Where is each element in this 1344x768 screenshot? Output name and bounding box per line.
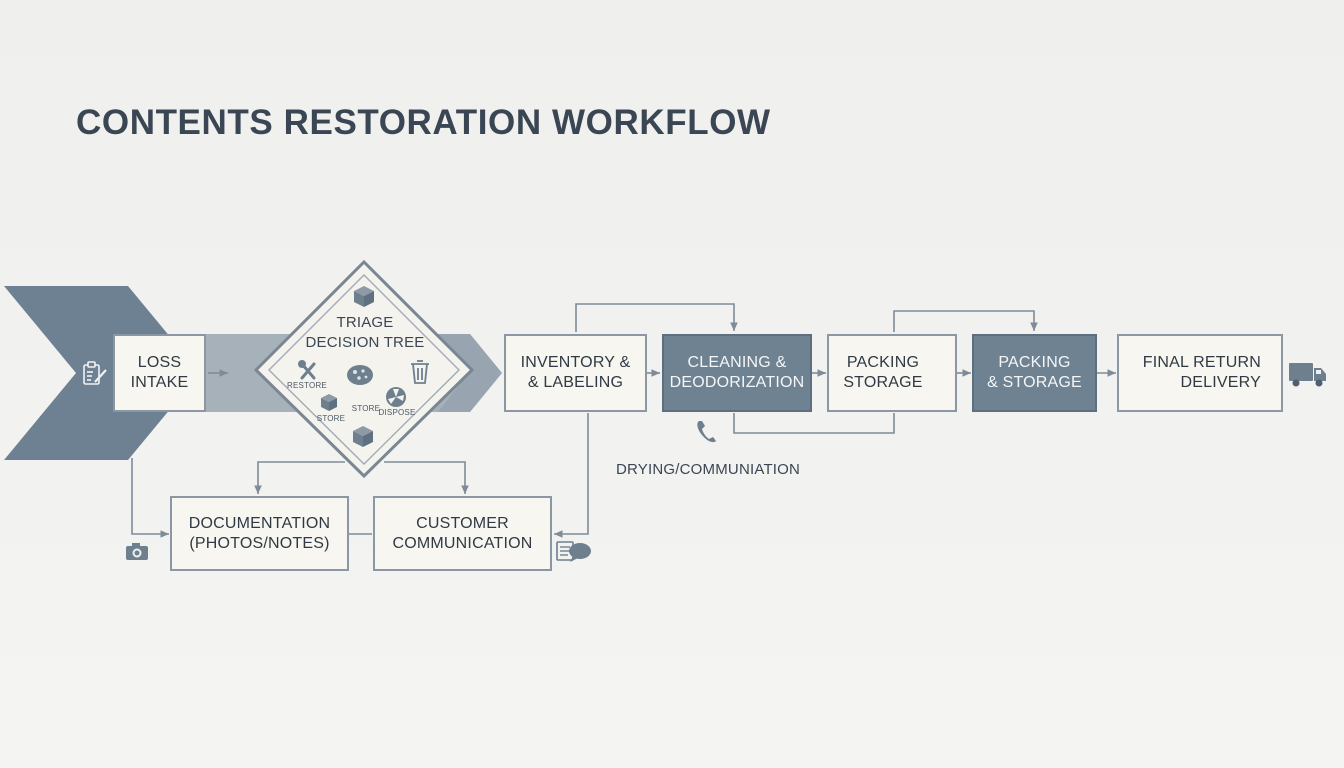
arrow-inventory-to-customer — [554, 413, 589, 538]
wrench-icon — [298, 360, 316, 380]
loop-cleaning-packing-bottom — [733, 413, 895, 434]
loop-packing-top — [893, 310, 1038, 332]
node-final-return-line2: DELIVERY — [1180, 374, 1261, 391]
trash-icon — [411, 360, 429, 384]
node-final-return-line1: FINAL RETURN — [1142, 354, 1261, 371]
node-documentation-line1: DOCUMENTATION — [188, 514, 331, 532]
node-cleaning-line1: CLEANING & — [687, 354, 787, 371]
truck-icon — [1289, 363, 1326, 387]
node-customer-line2: COMMUNICATION — [392, 534, 533, 552]
triage-label-line2: DECISION TREE — [305, 334, 425, 351]
triage-diamond-inner — [268, 274, 460, 465]
node-inventory-line1: INVENTORY & — [520, 354, 631, 371]
node-loss-intake-line2: INTAKE — [130, 374, 189, 391]
node-loss-intake[interactable]: LOSS INTAKE — [113, 334, 206, 412]
sponge-icon — [347, 365, 373, 385]
node-customer-line1: CUSTOMER — [416, 514, 509, 532]
box-icon — [354, 286, 374, 307]
node-inventory-labeling[interactable]: INVENTORY & & LABELING — [504, 334, 647, 412]
node-cleaning-deodorization[interactable]: CLEANING & DEODORIZATION — [662, 334, 812, 412]
node-packing2-line2: & STORAGE — [987, 374, 1082, 391]
node-loss-intake-line1: LOSS — [137, 354, 182, 371]
chat-icon — [556, 541, 591, 562]
fan-icon — [386, 387, 406, 407]
node-cleaning-line2: DEODORIZATION — [669, 374, 805, 391]
box-icon — [321, 394, 337, 411]
diagram-title: CONTENTS RESTORATION WORKFLOW — [76, 103, 771, 142]
clipboard-icon — [83, 361, 107, 385]
arrow-triage-to-customer — [384, 461, 469, 494]
node-inventory-line2: & LABELING — [527, 374, 624, 391]
arrow-chevron-to-documentation — [131, 458, 169, 538]
node-packing2-line1: PACKING — [998, 354, 1071, 371]
node-final-return-delivery[interactable]: FINAL RETURN DELIVERY — [1117, 334, 1283, 412]
node-packing1-line1: PACKING — [846, 354, 920, 371]
loop-inventory-cleaning — [575, 303, 738, 332]
triage-option-store-2: STORE — [352, 404, 380, 413]
node-customer-communication[interactable]: CUSTOMER COMMUNICATION — [373, 496, 552, 571]
node-documentation-line2: (PHOTOS/NOTES) — [189, 534, 330, 552]
triage-option-restore: RESTORE — [287, 381, 327, 390]
triage-label: TRIAGE DECISION TREE — [295, 313, 435, 353]
phone-icon — [697, 421, 716, 443]
drying-communication-label: DRYING/COMMUNIATION — [616, 461, 801, 478]
camera-icon — [126, 543, 148, 560]
node-documentation[interactable]: DOCUMENTATION (PHOTOS/NOTES) — [170, 496, 349, 571]
node-packing-storage[interactable]: PACKING STORAGE — [827, 334, 957, 412]
triage-option-dispose: DISPOSE — [379, 408, 416, 417]
node-packing1-line2: STORAGE — [843, 374, 923, 391]
triage-label-line1: TRIAGE — [336, 314, 394, 331]
box-icon — [353, 426, 373, 447]
triage-option-store: STORE — [317, 414, 345, 423]
node-packing-and-storage[interactable]: PACKING & STORAGE — [972, 334, 1097, 412]
arrow-triage-to-documentation — [254, 461, 345, 494]
